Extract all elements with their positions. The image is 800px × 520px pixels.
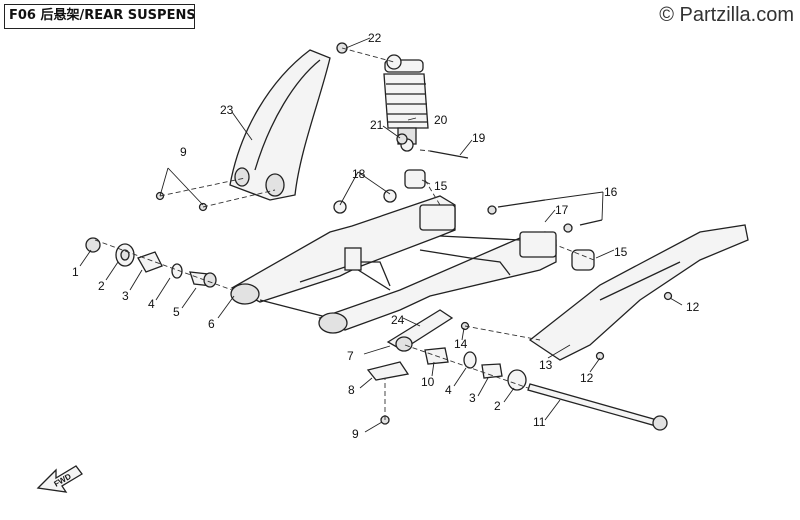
watermark: © Partzilla.com <box>659 4 794 26</box>
callout-4: 4 <box>148 297 155 311</box>
callout-7: 7 <box>347 349 354 363</box>
fwd-arrow-icon: FWD <box>36 465 83 493</box>
callout-11: 11 <box>533 415 546 429</box>
assembly-guides <box>94 47 595 420</box>
callout-3-right: 3 <box>469 391 476 405</box>
bushing-15-upper <box>404 169 426 189</box>
swingarm <box>230 195 557 334</box>
callout-15-lower: 15 <box>614 245 628 259</box>
clip-18b <box>383 189 397 203</box>
callout-22: 22 <box>368 31 382 45</box>
callout-2-right: 2 <box>494 399 501 413</box>
washer-21 <box>396 133 408 145</box>
callout-9-upper: 9 <box>180 145 187 159</box>
callout-10: 10 <box>421 375 435 389</box>
bolt-16a <box>497 199 546 208</box>
callout-21: 21 <box>370 118 384 132</box>
callout-12-lower: 12 <box>580 371 594 385</box>
rear-axle <box>527 383 668 431</box>
callout-17: 17 <box>555 203 569 217</box>
rear-shock <box>383 54 429 152</box>
callout-14: 14 <box>454 337 468 351</box>
leader-lines <box>79 37 683 433</box>
callout-19: 19 <box>472 131 486 145</box>
callout-13: 13 <box>539 358 553 372</box>
page-title: F06 后悬架/REAR SUSPENSION <box>4 4 195 29</box>
bolt-16b <box>579 219 603 226</box>
callout-1: 1 <box>72 265 79 279</box>
rear-fender <box>229 49 331 201</box>
title-en: /REAR SUSPENSION <box>79 8 195 23</box>
callout-8: 8 <box>348 383 355 397</box>
callout-16: 16 <box>604 185 618 199</box>
callout-5: 5 <box>173 305 180 319</box>
chain-guard <box>528 224 749 361</box>
callout-20: 20 <box>434 113 448 127</box>
callout-2: 2 <box>98 279 105 293</box>
callout-24: 24 <box>391 313 405 327</box>
pivot-parts-right <box>366 309 527 425</box>
section-code: F06 <box>9 8 36 23</box>
callout-6: 6 <box>208 317 215 331</box>
small-hardware <box>155 42 673 361</box>
screw-12b <box>595 351 605 361</box>
bolt-19 <box>429 150 469 159</box>
callout-labels: 1 2 3 4 5 6 7 8 9 9 10 4 3 2 11 12 12 13… <box>72 31 700 441</box>
callout-23: 23 <box>220 103 234 117</box>
title-cn: 后悬架 <box>40 8 80 23</box>
pivot-parts-left <box>85 237 217 288</box>
callout-15-upper: 15 <box>434 179 448 193</box>
callout-4-right: 4 <box>445 383 452 397</box>
screw-12a <box>663 291 673 301</box>
callout-9-lower: 9 <box>352 427 359 441</box>
callout-3: 3 <box>122 289 129 303</box>
callout-18: 18 <box>352 167 366 181</box>
callout-12-upper: 12 <box>686 300 700 314</box>
clip-18a <box>333 200 347 214</box>
